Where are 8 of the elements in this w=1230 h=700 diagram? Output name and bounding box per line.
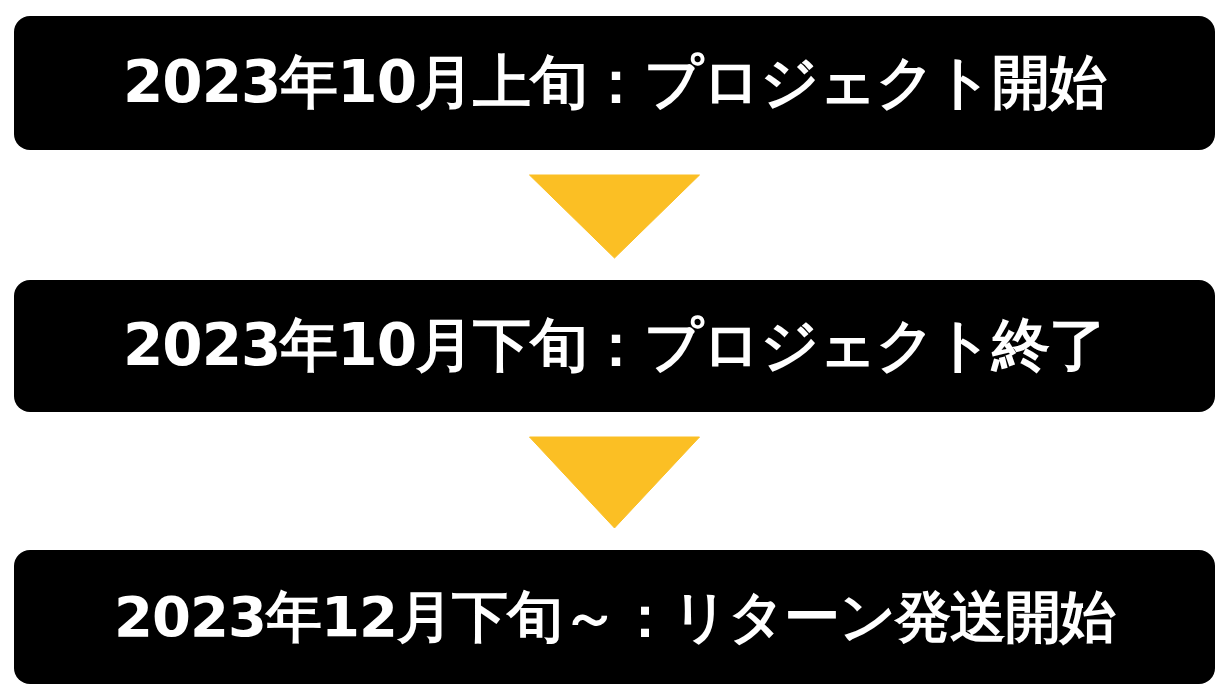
down-arrow <box>529 174 700 259</box>
step-box <box>14 16 1215 150</box>
step-label: 2023年10月上旬：プロジェクト開始 <box>122 48 1107 118</box>
down-arrow <box>529 436 700 529</box>
step-label: 2023年10月下旬：プロジェクト終了 <box>122 311 1107 381</box>
step-label: 2023年12月下旬～：リターン発送開始 <box>114 583 1115 651</box>
step-box <box>14 550 1215 684</box>
step-box <box>14 280 1215 412</box>
